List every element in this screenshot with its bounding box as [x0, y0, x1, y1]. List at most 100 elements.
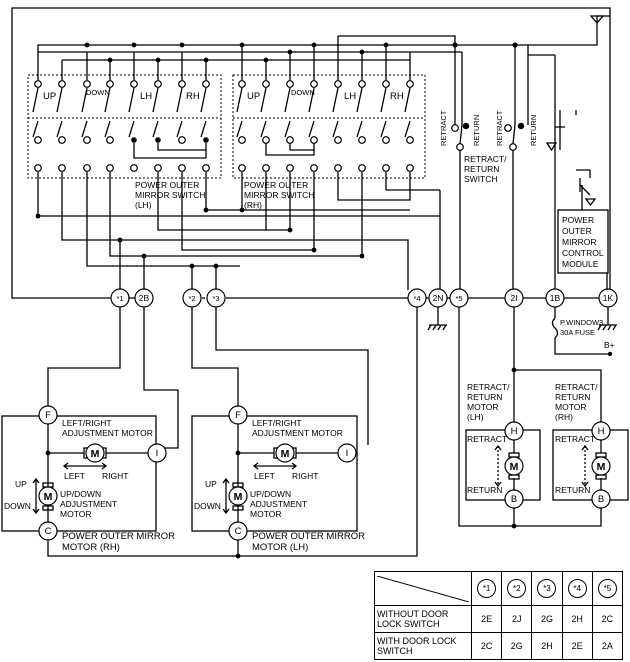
connector-star5: *5	[455, 294, 462, 303]
retract-rh-name-4: (RH)	[555, 412, 573, 422]
switch-rh-name-1: POWER OUTER	[244, 180, 308, 190]
table-cell: 2J	[501, 605, 533, 634]
motor-rh-up: UP	[15, 479, 27, 489]
table-cell: 2G	[531, 605, 563, 634]
connector-star2: *2	[188, 294, 195, 303]
retract-rh-name-3: MOTOR	[555, 402, 586, 412]
retract-lh-name-2: RETURN	[467, 392, 502, 402]
motor-lh-down: DOWN	[194, 501, 221, 511]
table-cell: 2G	[501, 632, 533, 660]
connector-star1: *1	[116, 294, 123, 303]
switch-rh-contacts	[238, 80, 414, 172]
motor-rh-pin-i: I	[156, 448, 159, 459]
switch-lh-down-label: DOWN	[86, 88, 110, 97]
switch-rh-lh-label: LH	[344, 91, 356, 102]
table-header-cell: *3	[531, 570, 563, 607]
motor-rh-lr-m: M	[91, 448, 100, 460]
connector-2n: 2N	[433, 293, 444, 303]
motor-rh-right: RIGHT	[102, 471, 128, 481]
motor-lh-right: RIGHT	[292, 471, 318, 481]
module-name-2: OUTER	[562, 226, 592, 236]
retract-rh-return: RETURN	[555, 485, 590, 495]
retract-switch-name-1: RETRACT/	[464, 154, 507, 164]
motor-lh-pin-c: C	[235, 526, 242, 537]
table-header-cell: *4	[561, 570, 593, 607]
motor-rh-ud-label-1: UP/DOWN	[60, 489, 101, 499]
switch-lh-up-label: UP	[43, 91, 56, 102]
motor-lh-name-1: POWER OUTER MIRROR	[252, 531, 365, 542]
fuse-label-1: P.WINDOW3	[560, 318, 603, 327]
table-header-cell: *1	[470, 570, 503, 607]
table-row-label: WITH DOOR LOCK SWITCH	[374, 632, 472, 660]
table-cell: 2E	[561, 632, 593, 660]
table-cell: 2H	[561, 605, 593, 634]
motor-rh-name-2: MOTOR (RH)	[62, 542, 120, 553]
retract-lh-name-3: MOTOR	[467, 402, 498, 412]
retract-a-label: RETRACT	[439, 110, 448, 146]
retract-motor-rh: H B M RETRACT/ RETURN MOTOR (RH) RETRACT…	[552, 382, 629, 509]
retract-rh-pin-h: H	[598, 426, 605, 437]
switch-lh-name-1: POWER OUTER	[135, 180, 199, 190]
switch-lower-wires	[35, 172, 441, 290]
fuse-label-2: 30A FUSE	[560, 328, 595, 337]
switch-lh-rh-label: RH	[186, 91, 200, 102]
motor-rh-lr-label-2: ADJUSTMENT MOTOR	[62, 428, 153, 438]
motor-lh-left: LEFT	[254, 471, 275, 481]
motor-lh-up: UP	[205, 479, 217, 489]
table-cell: 2A	[591, 632, 624, 660]
retract-lh-name-4: (LH)	[467, 412, 484, 422]
switch-rh-name-3: (RH)	[244, 200, 262, 210]
power-ground: P.WINDOW3 30A FUSE B+	[427, 307, 617, 357]
retract-rh-retract: RETRACT	[555, 434, 595, 444]
retract-rh-m: M	[597, 461, 606, 473]
retract-motor-lh: H B M RETRACT/ RETURN MOTOR (LH) RETRACT…	[458, 307, 602, 529]
motor-lh-lr-label-1: LEFT/RIGHT	[252, 418, 302, 428]
mirror-switch-rh: UP DOWN LH RH POWER OUTER MIRROR SWITCH …	[232, 36, 426, 210]
motor-lh-name-2: MOTOR (LH)	[252, 542, 308, 553]
retract-lh-pin-b: B	[511, 494, 517, 505]
switch-lh-name-3: (LH)	[135, 200, 152, 210]
switch-rh-name-2: MIRROR SWITCH	[244, 190, 314, 200]
table-header-cell: *2	[501, 570, 533, 607]
retract-lh-return: RETURN	[467, 485, 502, 495]
return-b-label: RETURN	[529, 115, 538, 146]
motor-rh-left: LEFT	[64, 471, 85, 481]
module-name-4: CONTROL	[562, 248, 604, 258]
motor-lh-ud-label-3: MOTOR	[250, 509, 281, 519]
switch-rh-rh-label: RH	[390, 91, 404, 102]
table-corner	[374, 570, 472, 607]
motor-rh-ud-m: M	[44, 491, 53, 503]
table-header-cell: *5	[591, 570, 624, 607]
module-name-5: MODULE	[562, 259, 599, 269]
retract-lh-retract: RETRACT	[467, 434, 507, 444]
table-row: WITH DOOR LOCK SWITCH 2C 2G 2H 2E 2A	[374, 632, 624, 660]
switch-lh-blades	[32, 52, 207, 159]
retract-rh-pin-b: B	[598, 494, 604, 505]
switch-lh-name-2: MIRROR SWITCH	[135, 190, 205, 200]
battery-label: B+	[604, 340, 615, 350]
mirror-switch-lh: UP DOWN LH RH POWER OUTER MIRROR SWITCH …	[27, 52, 222, 210]
motor-lh-ud-label-2: ADJUSTMENT	[250, 499, 307, 509]
motor-lh-pin-i: I	[346, 448, 349, 459]
table-cell: 2H	[531, 632, 563, 660]
motor-rh-pin-f: F	[45, 410, 51, 421]
motor-rh-name-1: POWER OUTER MIRROR	[62, 531, 175, 542]
switch-rh-down-label: DOWN	[291, 88, 315, 97]
motor-lh-lr-label-2: ADJUSTMENT MOTOR	[252, 428, 343, 438]
motor-rh-ud-label-2: ADJUSTMENT	[60, 499, 117, 509]
connector-2b: 2B	[139, 293, 150, 303]
motor-rh-ud-label-3: MOTOR	[60, 509, 91, 519]
control-module: POWER OUTER MIRROR CONTROL MODULE	[528, 15, 610, 290]
retract-switch-name-2: RETURN	[464, 164, 499, 174]
motor-lh-lr-m: M	[281, 448, 290, 460]
mirror-motor-lh: F I C M M LEFT/RIGHT ADJUSTMENT MOTOR LE…	[191, 307, 369, 553]
connector-1b: 1B	[550, 293, 561, 303]
table-header-row: *1 *2 *3 *4 *5	[374, 570, 624, 607]
retract-lh-m: M	[510, 461, 519, 473]
retract-lh-pin-h: H	[511, 426, 518, 437]
connector-code-table: *1 *2 *3 *4 *5 WITHOUT DOOR LOCK SWITCH …	[374, 570, 624, 660]
motor-rh-down: DOWN	[4, 501, 31, 511]
retract-b-label: RETRACT	[495, 110, 504, 146]
retract-switch-name-3: SWITCH	[464, 174, 498, 184]
